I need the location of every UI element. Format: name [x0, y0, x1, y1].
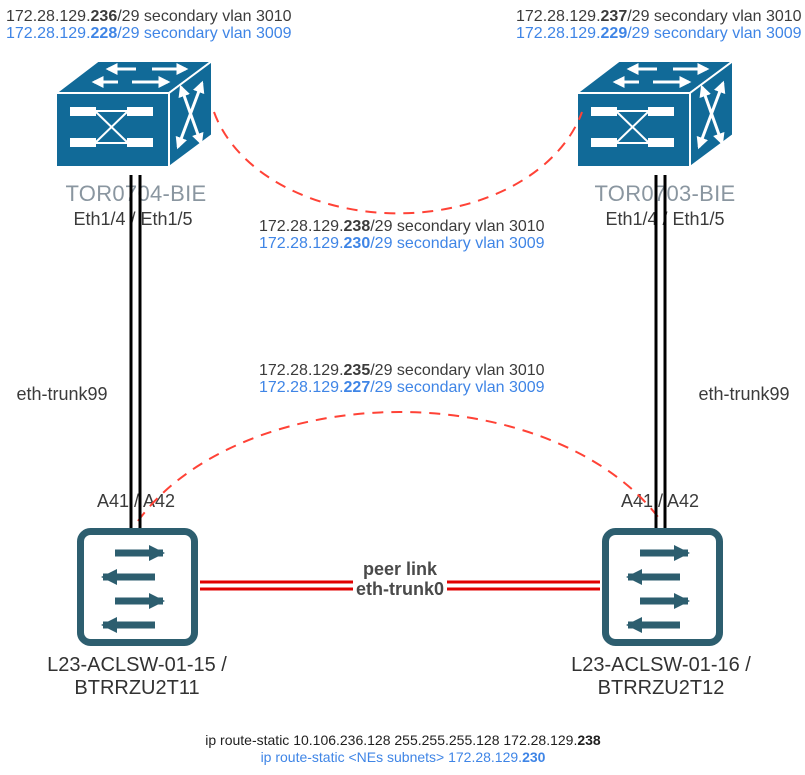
aclsw-left-name-line1: L23-ACLSW-01-15 / — [47, 654, 227, 676]
switch-crossconnect-lines — [95, 110, 128, 144]
vlan3009-ip: 172.28.129.229/29 secondary vlan 3009 — [516, 25, 802, 42]
peer-link-label: peer link eth-trunk0 — [300, 559, 500, 599]
switch-front-ports — [70, 107, 153, 147]
tor-right-switch-icon — [576, 60, 734, 168]
aclsw-right-name-line1: L23-ACLSW-01-16 / — [571, 654, 751, 676]
ip-label-aclsw-shared: 172.28.129.235/29 secondary vlan 3010 17… — [259, 362, 545, 396]
vlan3009-ip: 172.28.129.227/29 secondary vlan 3009 — [259, 379, 545, 396]
ip-label-tor-right: 172.28.129.237/29 secondary vlan 3010 17… — [516, 8, 802, 42]
aclsw-left-switch-icon — [77, 528, 198, 646]
switch-front-ports — [591, 107, 674, 147]
aclsw-right-ports: A41 / A42 — [620, 491, 700, 511]
peer-link-title: peer link — [359, 559, 441, 579]
aclsw-left-name-line2: BTRRZU2T11 — [74, 677, 200, 699]
aclsw-left-name: L23-ACLSW-01-15 / BTRRZU2T11 — [16, 654, 258, 700]
aclsw-left-ports: A41 / A42 — [96, 491, 176, 511]
tor-right-name: TOR0703-BIE — [594, 181, 736, 206]
switch-body — [602, 528, 723, 646]
vlan3010-ip: 172.28.129.237/29 secondary vlan 3010 — [516, 8, 802, 25]
vlan3009-ip: 172.28.129.228/29 secondary vlan 3009 — [6, 25, 292, 42]
ip-label-tor-shared: 172.28.129.238/29 secondary vlan 3010 17… — [259, 218, 545, 252]
tor-dashed-link — [213, 111, 583, 215]
switch-crossconnect-lines — [616, 110, 649, 144]
switch-transfer-arrows-icon — [626, 545, 690, 633]
aclsw-right-name: L23-ACLSW-01-16 / BTRRZU2T12 — [540, 654, 782, 700]
route-line-vlan3009: ip route-static <NEs subnets> 172.28.129… — [260, 749, 546, 765]
vlan3009-ip: 172.28.129.230/29 secondary vlan 3009 — [259, 235, 545, 252]
vlan3010-ip: 172.28.129.235/29 secondary vlan 3010 — [259, 362, 545, 379]
tor-right-ports: Eth1/4 / Eth1/5 — [605, 209, 725, 229]
switch-body — [77, 528, 198, 646]
switch-top-arrows-icon — [612, 63, 710, 88]
peer-link-trunk-name: eth-trunk0 — [352, 579, 447, 599]
eth-trunk99-left-label: eth-trunk99 — [16, 384, 108, 404]
tor-left-ports: Eth1/4 / Eth1/5 — [73, 209, 193, 229]
aclsw-right-name-line2: BTRRZU2T12 — [597, 677, 725, 699]
ip-label-tor-left: 172.28.129.236/29 secondary vlan 3010 17… — [6, 8, 292, 42]
route-line-vlan3010: ip route-static 10.106.236.128 255.255.2… — [205, 732, 601, 748]
tor-left-name: TOR0704-BIE — [65, 181, 207, 206]
eth-trunk99-right-label: eth-trunk99 — [698, 384, 790, 404]
aclsw-right-switch-icon — [602, 528, 723, 646]
switch-side-arrows-icon — [696, 80, 726, 150]
switch-top-arrows-icon — [91, 63, 189, 88]
vlan3010-ip: 172.28.129.236/29 secondary vlan 3010 — [6, 8, 292, 25]
route-commands: ip route-static 10.106.236.128 255.255.2… — [178, 732, 628, 766]
vlan3010-ip: 172.28.129.238/29 secondary vlan 3010 — [259, 218, 545, 235]
tor-left-switch-icon — [55, 60, 213, 168]
switch-side-arrows-icon — [175, 80, 205, 150]
switch-transfer-arrows-icon — [101, 545, 165, 633]
